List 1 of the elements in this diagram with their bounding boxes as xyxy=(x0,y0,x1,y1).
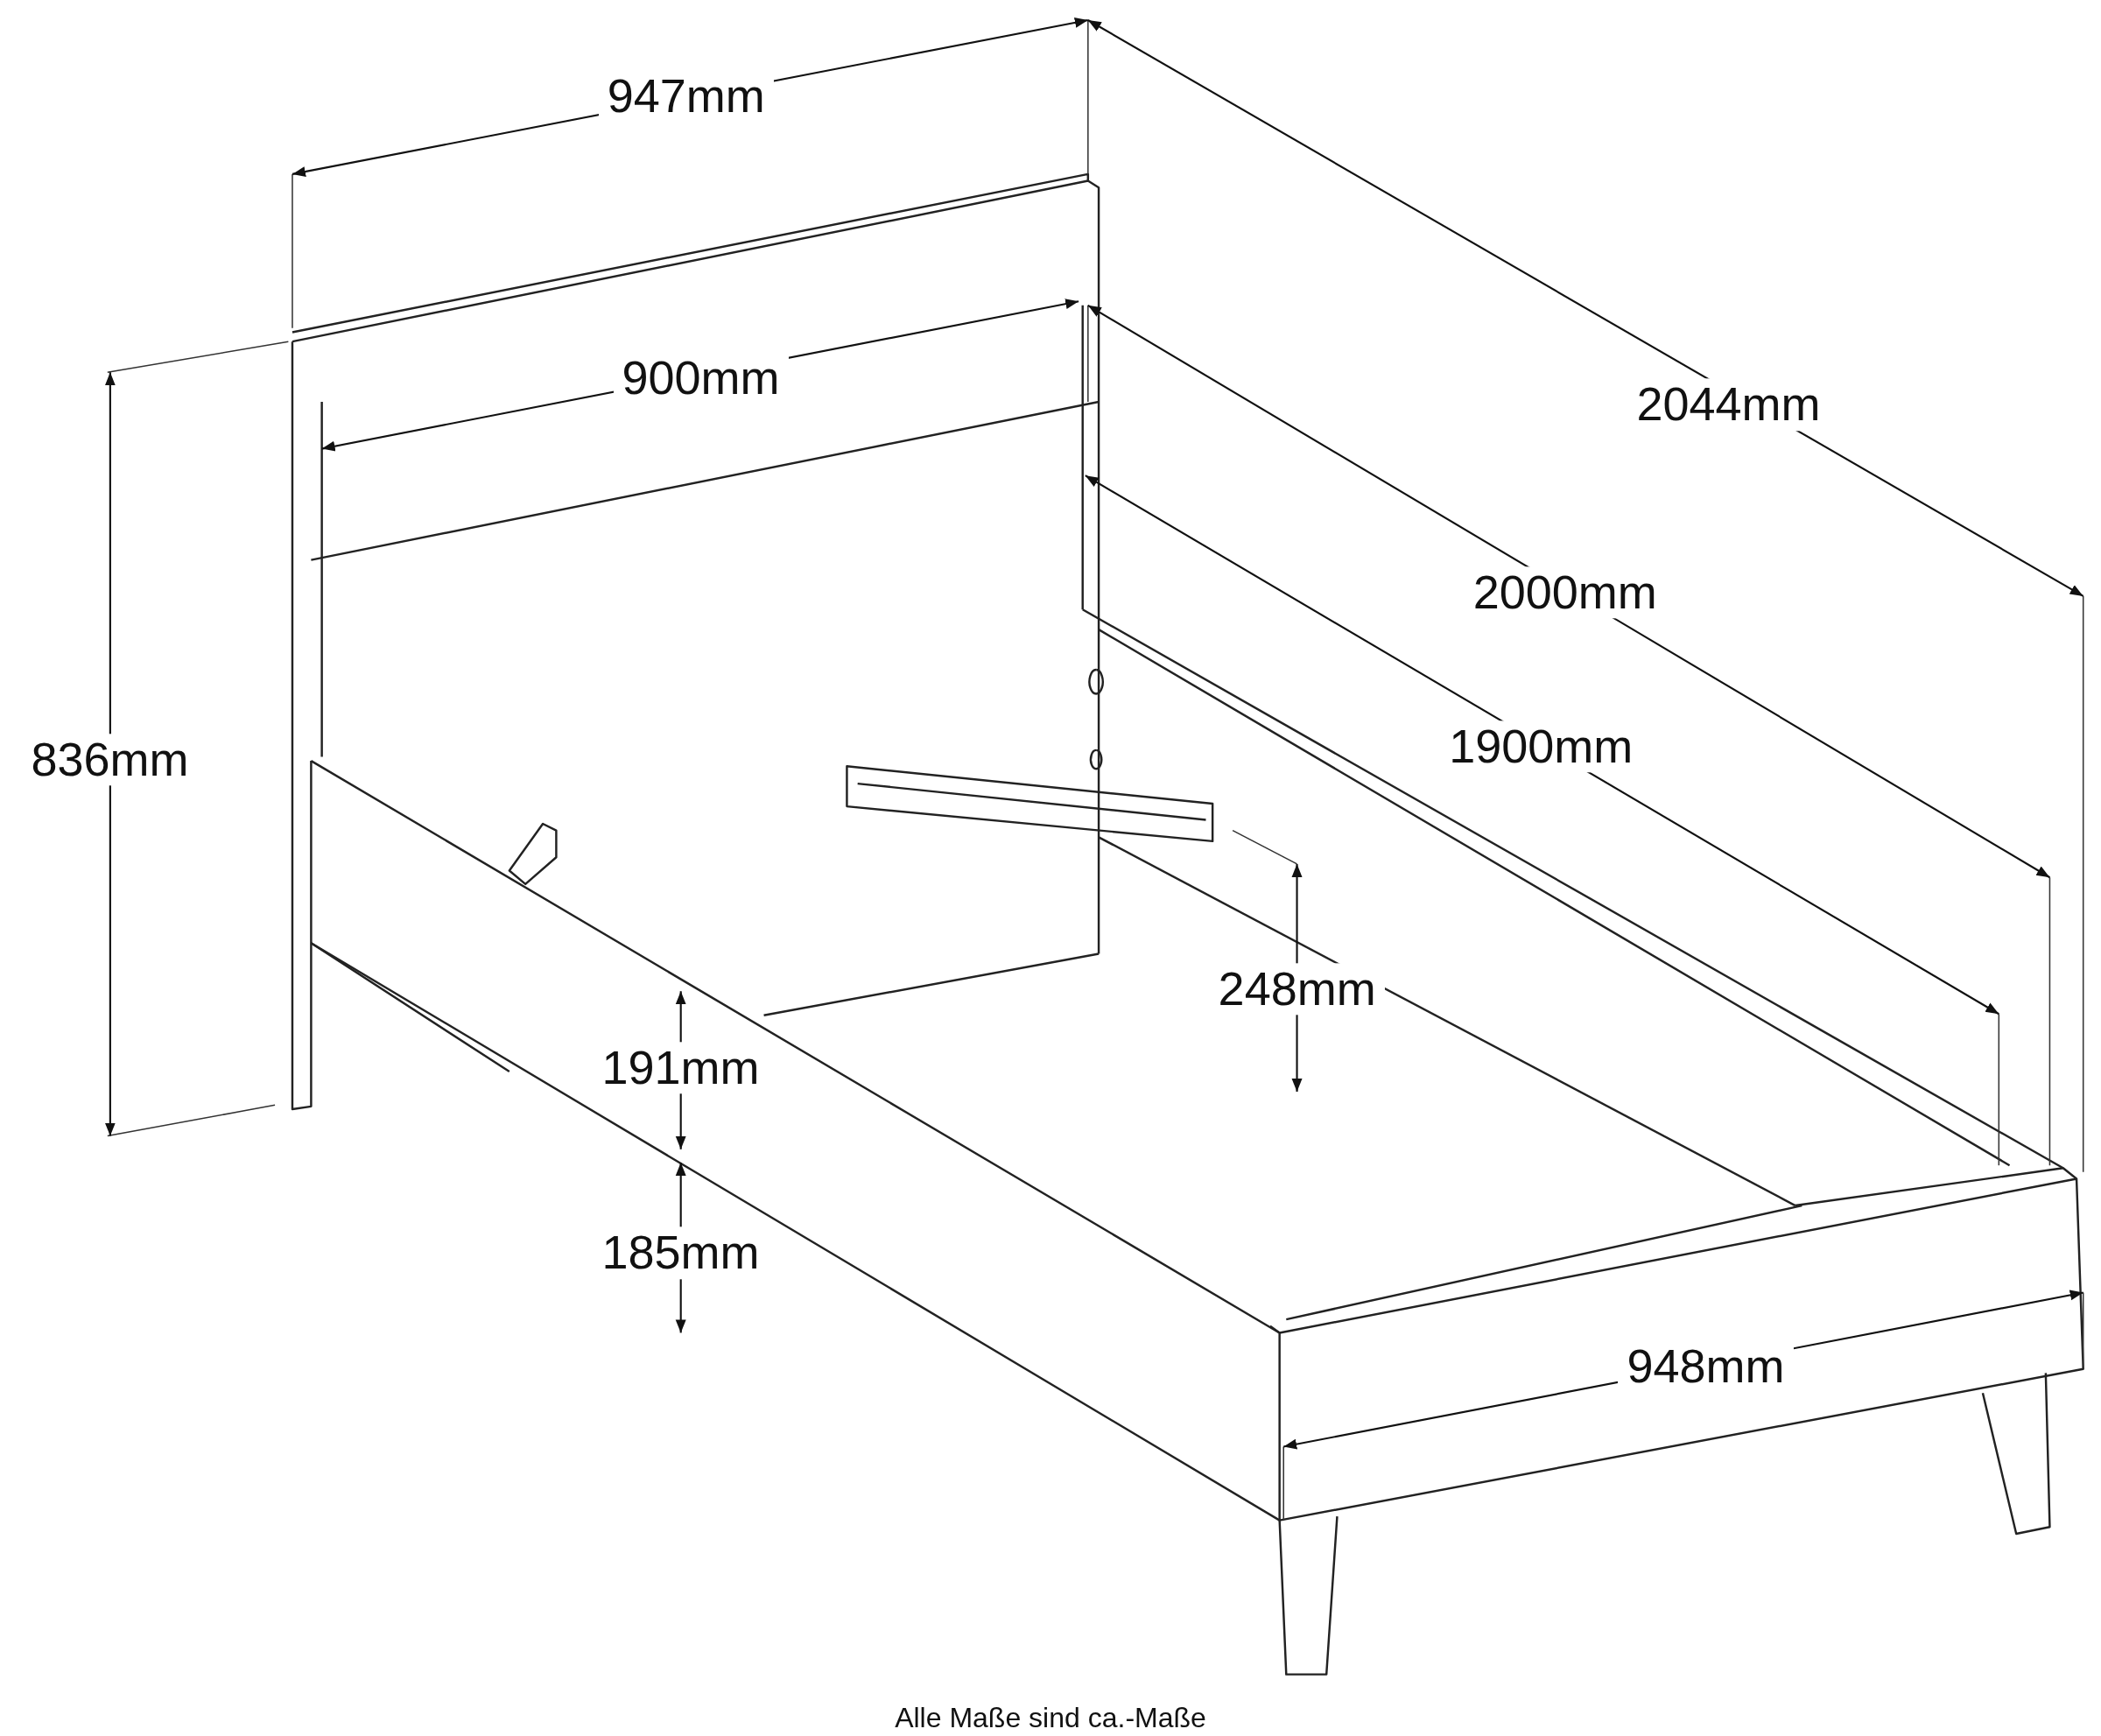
caption: Alle Maße sind ca.-Maße xyxy=(895,1701,1206,1734)
